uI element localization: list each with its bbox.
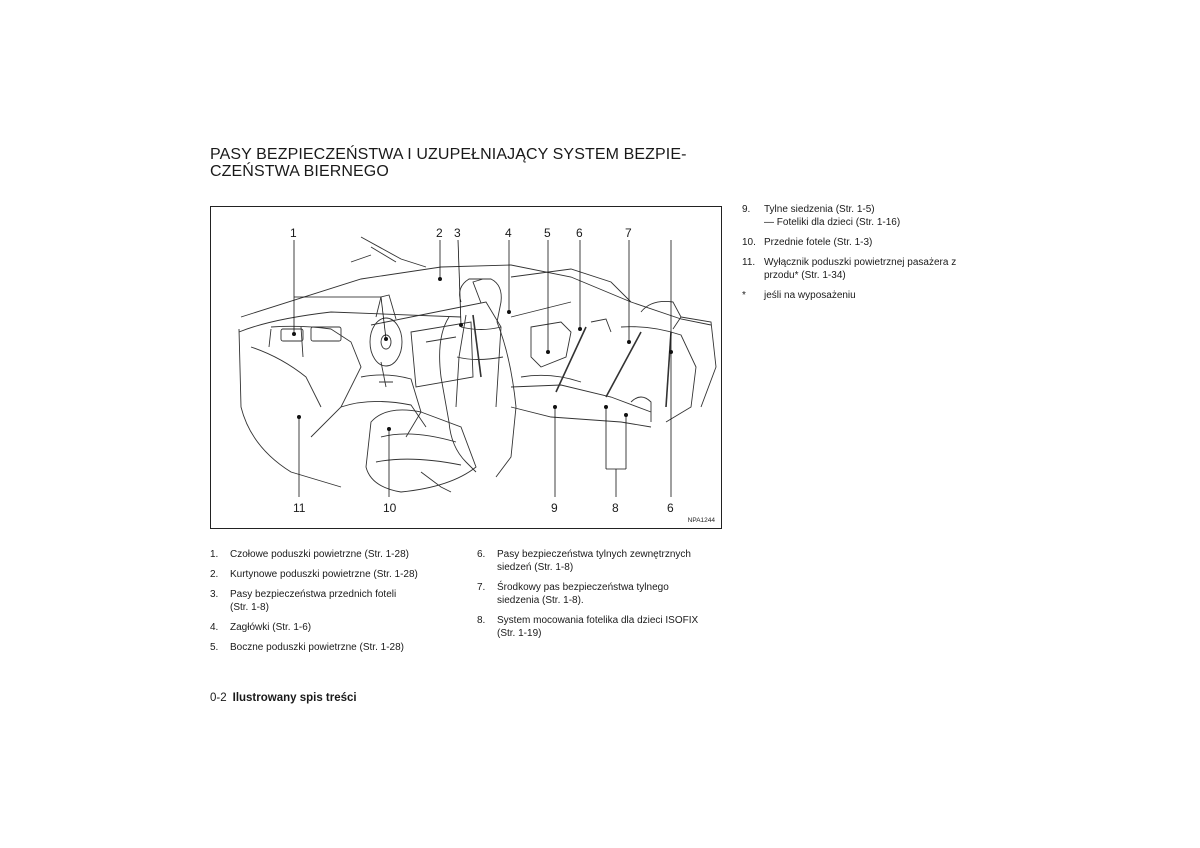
legend-item: 8. System mocowania fotelika dla dzieci …	[477, 614, 727, 640]
title-line-1: PASY BEZPIECZEŃSTWA I UZUPEŁNIAJĄCY SYST…	[210, 146, 687, 163]
legend-text: Pasy bezpieczeństwa przednich foteli	[230, 589, 397, 600]
legend-number: 8.	[477, 615, 486, 626]
interior-illustration: 1 2 3 4 5 6 7 11 10 9 8 6 NPA1244	[210, 206, 722, 529]
legend-item: 5. Boczne poduszki powietrzne (Str. 1-28…	[210, 641, 460, 654]
legend-number: 9.	[742, 204, 751, 215]
legend-number: 1.	[210, 549, 219, 560]
legend-item: 4. Zagłówki (Str. 1-6)	[210, 621, 460, 634]
legend-text: Pasy bezpieczeństwa tylnych zewnętrznych	[497, 549, 691, 560]
legend-text: Przednie fotele (Str. 1-3)	[764, 237, 873, 248]
legend-item: 2. Kurtynowe poduszki powietrzne (Str. 1…	[210, 568, 460, 581]
section-title: Ilustrowany spis treści	[232, 692, 357, 704]
footnote-marker: *	[742, 290, 746, 301]
callout-2: 2	[436, 226, 443, 240]
callout-5: 5	[544, 226, 551, 240]
legend-number: 6.	[477, 549, 486, 560]
legend-text: (Str. 1-8)	[230, 602, 269, 613]
legend-text: siedzeń (Str. 1-8)	[497, 562, 574, 573]
legend-text: System mocowania fotelika dla dzieci ISO…	[497, 615, 699, 626]
title-line-2: CZEŃSTWA BIERNEGO	[210, 163, 389, 180]
callout-1: 1	[290, 226, 297, 240]
legend-number: 3.	[210, 589, 219, 600]
legend-list-middle: 6. Pasy bezpieczeństwa tylnych zewnętrzn…	[477, 548, 727, 647]
legend-item: 7. Środkowy pas bezpieczeństwa tylnego s…	[477, 581, 727, 607]
legend-text: (Str. 1-19)	[497, 628, 542, 639]
legend-text: Kurtynowe poduszki powietrzne (Str. 1-28…	[230, 569, 418, 580]
callout-3: 3	[454, 226, 461, 240]
footnote-text: jeśli na wyposażeniu	[764, 290, 856, 301]
legend-number: 10.	[742, 237, 756, 248]
callout-4: 4	[505, 226, 512, 240]
legend-text: Tylne siedzenia (Str. 1-5)	[764, 204, 875, 215]
callout-11: 11	[293, 501, 306, 515]
legend-text: przodu* (Str. 1-34)	[764, 270, 846, 281]
legend-text: Wyłącznik poduszki powietrznej pasażera …	[764, 257, 957, 268]
figure-id: NPA1244	[687, 517, 715, 524]
legend-number: 11.	[742, 257, 756, 268]
legend-item: 10. Przednie fotele (Str. 1-3)	[742, 236, 992, 249]
callout-10: 10	[383, 501, 397, 515]
legend-number: 2.	[210, 569, 219, 580]
legend-text: Środkowy pas bezpieczeństwa tylnego	[497, 582, 669, 593]
legend-item: 1. Czołowe poduszki powietrzne (Str. 1-2…	[210, 548, 460, 561]
legend-text: Czołowe poduszki powietrzne (Str. 1-28)	[230, 549, 409, 560]
legend-number: 7.	[477, 582, 486, 593]
legend-item: 3. Pasy bezpieczeństwa przednich foteli …	[210, 588, 460, 614]
callout-6-top: 6	[576, 226, 583, 240]
legend-item: 11. Wyłącznik poduszki powietrznej pasaż…	[742, 256, 992, 282]
legend-item: 6. Pasy bezpieczeństwa tylnych zewnętrzn…	[477, 548, 727, 574]
legend-text: — Foteliki dla dzieci (Str. 1-16)	[764, 217, 901, 228]
callout-9: 9	[551, 501, 558, 515]
legend-number: 5.	[210, 642, 219, 653]
car-interior-drawing	[238, 236, 717, 497]
legend-number: 4.	[210, 622, 219, 633]
legend-text: Boczne poduszki powietrzne (Str. 1-28)	[230, 642, 404, 653]
page-number: 0-2	[210, 692, 227, 704]
legend-list-right: 9. Tylne siedzenia (Str. 1-5) — Foteliki…	[742, 203, 992, 309]
legend-footnote: * jeśli na wyposażeniu	[742, 289, 992, 302]
legend-text: Zagłówki (Str. 1-6)	[230, 622, 312, 633]
legend-text: siedzenia (Str. 1-8).	[497, 595, 584, 606]
page-footer: 0-2 Ilustrowany spis treści	[210, 692, 357, 704]
callout-7: 7	[625, 226, 632, 240]
legend-list-left: 1. Czołowe poduszki powietrzne (Str. 1-2…	[210, 548, 460, 661]
legend-item: 9. Tylne siedzenia (Str. 1-5) — Foteliki…	[742, 203, 992, 229]
callout-6-bottom: 6	[667, 501, 674, 515]
page-title: PASY BEZPIECZEŃSTWA I UZUPEŁNIAJĄCY SYST…	[210, 146, 690, 180]
callout-8: 8	[612, 501, 619, 515]
